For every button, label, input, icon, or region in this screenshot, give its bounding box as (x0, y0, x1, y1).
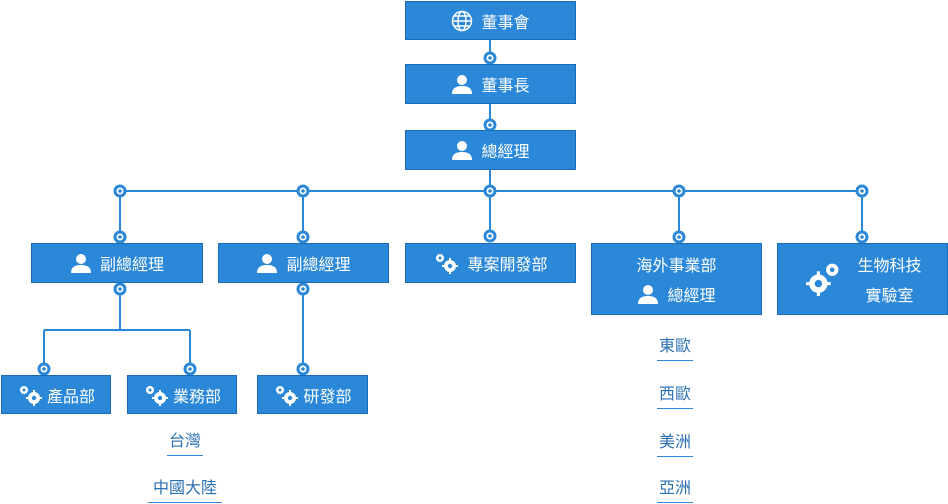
connector-dot-center (677, 235, 681, 239)
overseas-region-americas[interactable]: 美洲 (657, 428, 693, 457)
gm-node[interactable]: 總經理 (405, 130, 576, 170)
connector-dot-center (488, 123, 492, 127)
project-dev-label: 專案開發部 (467, 255, 548, 274)
biotech-label: 生物科技 (857, 256, 922, 275)
gm-label: 總經理 (481, 142, 530, 161)
sales-region-china[interactable]: 中國大陸 (148, 474, 222, 503)
sales-region-taiwan[interactable]: 台灣 (167, 427, 203, 456)
board-node[interactable]: 董事會 (405, 1, 576, 40)
gears-icon (433, 251, 459, 275)
vp2-label: 副總經理 (286, 255, 351, 274)
connector-dot-center (301, 367, 305, 371)
connector-dot-center (860, 189, 864, 193)
connector-dot-center (677, 189, 681, 193)
globe-icon (451, 10, 473, 32)
overseas-label: 海外事業部 (636, 256, 717, 275)
connector-dot-center (301, 235, 305, 239)
connector-dot-center (188, 367, 192, 371)
chairman-label: 董事長 (481, 76, 530, 95)
connector-dot-center (488, 56, 492, 60)
chairman-node[interactable]: 董事長 (405, 64, 576, 104)
connector-dot-center (301, 189, 305, 193)
connector-dot-center (301, 287, 305, 291)
overseas-region-west-europe[interactable]: 西歐 (657, 380, 693, 409)
person-icon (451, 140, 473, 160)
product-node[interactable]: 產品部 (1, 375, 111, 414)
sales-label: 業務部 (172, 386, 221, 406)
vp2-node[interactable]: 副總經理 (218, 243, 389, 283)
vp1-label: 副總經理 (99, 255, 164, 274)
gears-icon (273, 383, 299, 407)
biotech-node[interactable]: 生物科技 實驗室 (777, 243, 948, 315)
sales-node[interactable]: 業務部 (127, 375, 237, 414)
vp1-node[interactable]: 副總經理 (31, 243, 203, 283)
person-icon (451, 74, 473, 94)
connector-dot-center (42, 367, 46, 371)
rnd-node[interactable]: 研發部 (257, 375, 368, 414)
overseas-node[interactable]: 海外事業部 總經理 (591, 243, 762, 315)
gears-icon (17, 383, 43, 407)
person-icon (637, 284, 659, 304)
rnd-label: 研發部 (303, 386, 352, 406)
board-label: 董事會 (481, 12, 530, 32)
gears-icon (143, 383, 169, 407)
connector-dot-center (488, 189, 492, 193)
person-icon (256, 253, 278, 273)
overseas-region-asia[interactable]: 亞洲 (657, 474, 693, 503)
biotech-sublabel: 實驗室 (865, 286, 914, 305)
connector-dot-center (488, 234, 492, 238)
project-dev-node[interactable]: 專案開發部 (405, 243, 576, 283)
overseas-region-east-europe[interactable]: 東歐 (657, 332, 693, 361)
connector-dot-center (118, 235, 122, 239)
connector-dot-center (118, 287, 122, 291)
gears-icon (803, 260, 843, 298)
connector-dot-center (118, 189, 122, 193)
person-icon (70, 253, 92, 273)
connector-dot-center (860, 235, 864, 239)
product-label: 產品部 (46, 386, 95, 406)
overseas-sublabel: 總經理 (667, 286, 716, 305)
